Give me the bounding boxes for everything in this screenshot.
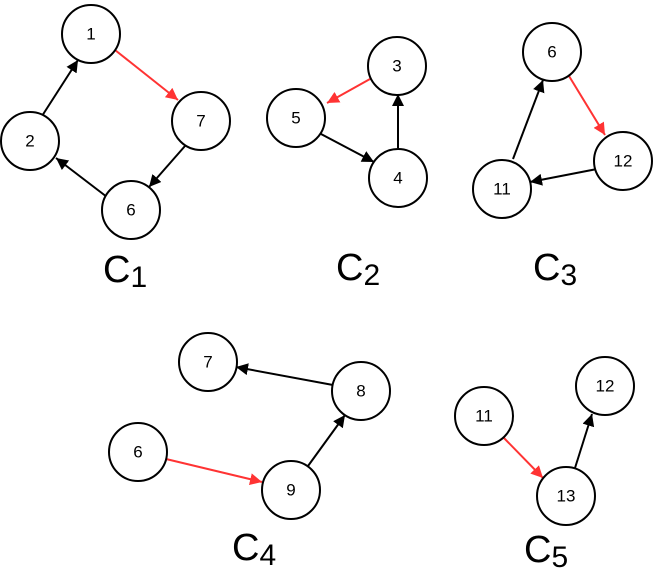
- node-c4-7: 7: [178, 332, 238, 392]
- svg-text:9: 9: [286, 481, 295, 500]
- node-c1-2: 2: [0, 111, 60, 171]
- graph-label-c4: C4: [232, 527, 276, 572]
- edge-c4-6-to-9: [165, 458, 263, 486]
- graph-c4: 7 8 6 9 C4: [108, 332, 391, 572]
- node-c1-1: 1: [61, 4, 121, 64]
- node-c5-12: 12: [575, 356, 635, 416]
- svg-text:3: 3: [392, 57, 401, 76]
- svg-text:1: 1: [86, 25, 95, 44]
- svg-text:11: 11: [475, 407, 493, 426]
- node-c2-5: 5: [266, 88, 326, 148]
- edge-c2-5-to-4: [320, 133, 375, 163]
- svg-text:7: 7: [203, 353, 212, 372]
- svg-text:12: 12: [596, 377, 615, 396]
- graph-c3: 6 12 11 C3: [472, 22, 653, 292]
- edge-c1-1-to-7: [114, 49, 179, 101]
- svg-text:6: 6: [133, 443, 142, 462]
- node-c4-6: 6: [108, 422, 168, 482]
- svg-text:7: 7: [196, 112, 205, 131]
- svg-text:2: 2: [25, 132, 34, 151]
- graph-label-c1: C1: [103, 249, 147, 294]
- node-c4-8: 8: [331, 361, 391, 421]
- graph-c2: 3 5 4 C2: [266, 36, 428, 292]
- edge-c1-2-to-1: [41, 59, 79, 117]
- svg-text:4: 4: [393, 169, 402, 188]
- node-c3-6: 6: [522, 22, 582, 82]
- node-c3-12: 12: [593, 131, 653, 191]
- edge-c3-11-to-6: [512, 79, 545, 160]
- svg-text:13: 13: [557, 487, 576, 506]
- edge-c3-6-to-12: [568, 75, 606, 136]
- graph-label-c3: C3: [533, 247, 577, 292]
- svg-text:8: 8: [356, 382, 365, 401]
- graph-label-c5: C5: [524, 529, 568, 574]
- node-c2-4: 4: [368, 148, 428, 208]
- edge-c4-9-to-8: [307, 414, 346, 467]
- edge-c5-13-to-12: [574, 413, 595, 469]
- edge-c2-3-to-5: [326, 78, 371, 104]
- node-c3-11: 11: [472, 159, 532, 219]
- svg-text:5: 5: [291, 109, 300, 128]
- edge-c5-11-to-13: [502, 436, 544, 479]
- node-c5-11: 11: [454, 386, 514, 446]
- edge-c1-7-to-6: [148, 145, 186, 188]
- node-c2-3: 3: [367, 36, 427, 96]
- node-c1-6: 6: [101, 180, 161, 240]
- svg-text:12: 12: [614, 152, 633, 171]
- node-c4-9: 9: [261, 460, 321, 520]
- edge-c1-6-to-2: [55, 157, 108, 198]
- svg-text:6: 6: [126, 201, 135, 220]
- edge-c4-8-to-7: [235, 363, 334, 386]
- node-c5-13: 13: [536, 466, 596, 526]
- node-c1-7: 7: [171, 91, 231, 151]
- graph-label-c2: C2: [336, 247, 380, 292]
- graph-c5: 12 11 13 C5: [454, 356, 635, 574]
- edge-c3-12-to-11: [529, 168, 598, 186]
- svg-text:6: 6: [547, 43, 556, 62]
- graph-c1: 1 2 7 6 C1: [0, 4, 231, 294]
- svg-text:11: 11: [493, 180, 511, 199]
